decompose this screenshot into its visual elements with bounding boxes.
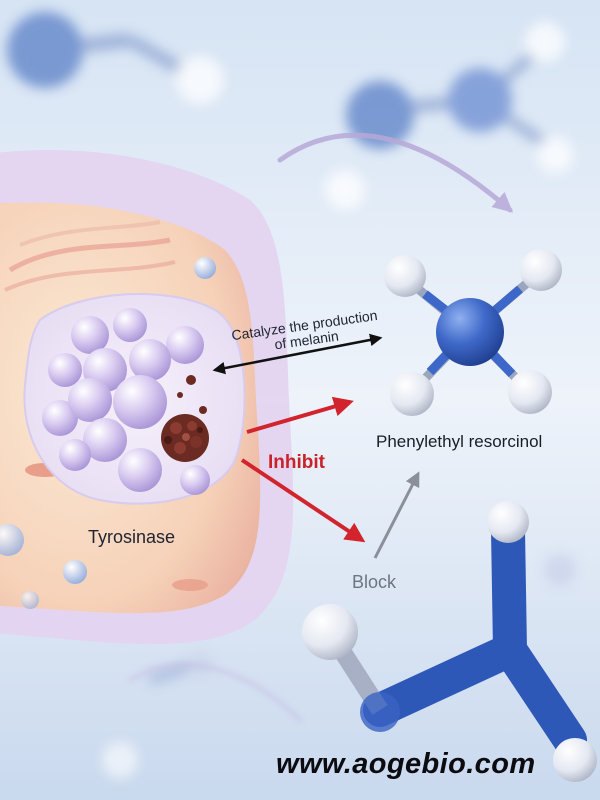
block-arrow: [373, 471, 420, 559]
phenylethyl-resorcinol-molecule: [384, 249, 562, 416]
inhibit-arrow-lower: [240, 458, 366, 543]
cell-diagram: [0, 150, 294, 645]
compound-label: Phenylethyl resorcinol: [376, 432, 543, 451]
background-molecules: [7, 12, 576, 778]
inhibit-arrow-upper: [246, 396, 354, 434]
melanin-granule: [161, 375, 209, 462]
catalyze-arrow: [212, 333, 383, 375]
tyrosinase-cluster: [42, 308, 210, 495]
website-watermark: www.aogebio.com: [276, 748, 536, 780]
inhibit-label: Inhibit: [268, 452, 325, 473]
block-label: Block: [352, 572, 397, 592]
enzyme-label: Tyrosinase: [88, 527, 176, 547]
lower-molecule: [302, 501, 597, 782]
